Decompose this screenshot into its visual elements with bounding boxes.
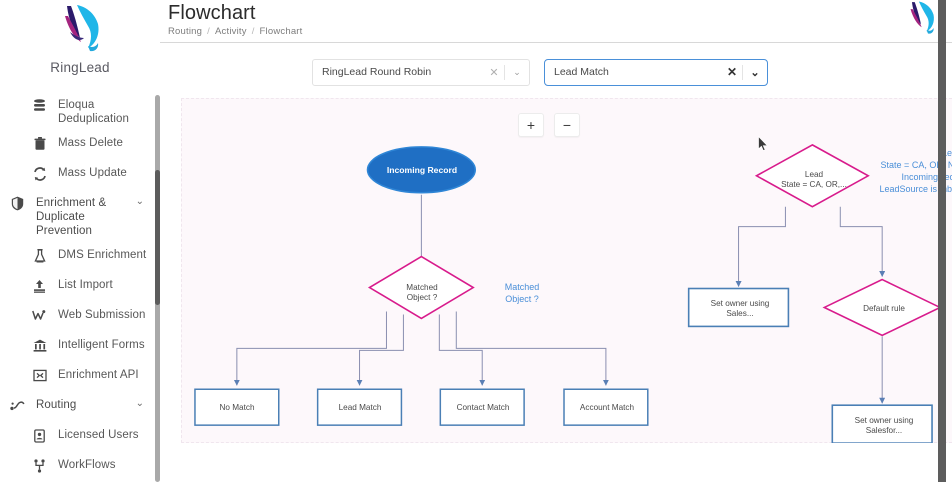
zoom-controls: + − xyxy=(518,113,580,137)
sidebar: RingLead Eloqua Deduplication Mass Delet… xyxy=(0,0,160,482)
flowchart-graphics xyxy=(194,143,942,444)
selector-bar: RingLead Round Robin ✕ ⌄ Lead Match ✕ ⌄ xyxy=(160,43,952,101)
sidebar-item-mass-delete[interactable]: Mass Delete xyxy=(8,130,160,160)
sidebar-item-intelligent-forms[interactable]: Intelligent Forms xyxy=(8,332,160,362)
clear-icon[interactable]: ✕ xyxy=(489,66,499,79)
id-card-icon xyxy=(30,426,49,445)
ringlead-logo-icon xyxy=(65,5,99,52)
sidebar-item-enrichment-duplicate-prevention[interactable]: Enrichment & Duplicate Prevention ⌄ xyxy=(8,190,160,242)
node-select[interactable]: Lead Match ✕ ⌄ xyxy=(544,58,768,86)
sidebar-item-label: Eloqua Deduplication xyxy=(58,99,129,125)
sidebar-item-workflows[interactable]: WorkFlows xyxy=(8,452,160,482)
sidebar-item-label: WorkFlows xyxy=(58,459,116,471)
page-scrollbar-thumb[interactable] xyxy=(938,0,946,482)
main-content: Flowchart Routing / Activity / Flowchart… xyxy=(160,0,952,482)
breadcrumb-separator: / xyxy=(251,26,255,37)
sidebar-item-label: Routing xyxy=(36,399,77,411)
api-icon xyxy=(30,366,49,385)
page-header: Flowchart Routing / Activity / Flowchart xyxy=(160,0,952,43)
chevron-down-icon[interactable]: ⌄ xyxy=(135,196,144,207)
breadcrumb: Routing / Activity / Flowchart xyxy=(168,25,952,38)
sidebar-item-label: Enrichment & Duplicate Prevention xyxy=(36,197,107,237)
annotation-matched-line1: Matched xyxy=(504,282,540,292)
select-divider xyxy=(504,64,505,80)
sidebar-item-label: DMS Enrichment xyxy=(58,249,147,261)
sidebar-scrollbar-thumb[interactable] xyxy=(155,170,160,305)
sidebar-nav: Eloqua Deduplication Mass Delete Mass Up… xyxy=(0,92,160,482)
sidebar-item-routing[interactable]: Routing ⌄ xyxy=(8,392,160,422)
sidebar-item-eloqua-deduplication[interactable]: Eloqua Deduplication xyxy=(8,92,160,130)
sidebar-item-label: Mass Delete xyxy=(58,137,124,149)
database-icon xyxy=(30,96,49,115)
annotation-matched-line2: Object ? xyxy=(505,294,539,304)
sidebar-item-list-import[interactable]: List Import xyxy=(8,272,160,302)
breadcrumb-item-flowchart[interactable]: Flowchart xyxy=(259,26,303,37)
breadcrumb-item-routing[interactable]: Routing xyxy=(168,26,203,37)
workflow-icon xyxy=(30,456,49,475)
sidebar-item-label: List Import xyxy=(58,279,113,291)
bank-icon xyxy=(30,336,49,355)
upload-icon xyxy=(30,276,49,295)
sidebar-item-dms-enrichment[interactable]: DMS Enrichment xyxy=(8,242,160,272)
node-select-value: Lead Match xyxy=(554,66,609,78)
sidebar-item-label: Licensed Users xyxy=(58,429,139,441)
select-divider xyxy=(742,64,743,80)
sidebar-item-licensed-users[interactable]: Licensed Users xyxy=(8,422,160,452)
annotation-lead-line2: State = CA, OR, NV, xyxy=(880,160,952,170)
chevron-down-icon[interactable]: ⌄ xyxy=(135,398,144,409)
flask-icon xyxy=(30,246,49,265)
flowchart-canvas-wrapper: + − Incoming Record Matched Object ? No … xyxy=(181,98,952,444)
sidebar-item-label: Enrichment API xyxy=(58,369,139,381)
zoom-out-button[interactable]: − xyxy=(554,113,580,137)
clear-icon[interactable]: ✕ xyxy=(726,65,738,79)
chevron-down-icon[interactable]: ⌄ xyxy=(513,66,521,77)
sidebar-item-web-submission[interactable]: Web Submission xyxy=(8,302,160,332)
breadcrumb-item-activity[interactable]: Activity xyxy=(215,26,247,37)
flowchart-canvas[interactable]: + − Incoming Record Matched Object ? No … xyxy=(181,98,952,444)
sidebar-item-label: Web Submission xyxy=(58,309,146,321)
shield-icon xyxy=(8,194,27,213)
sidebar-item-label: Intelligent Forms xyxy=(58,339,145,351)
web-submission-icon xyxy=(30,306,49,325)
zoom-in-button[interactable]: + xyxy=(518,113,544,137)
workflow-select-value: RingLead Round Robin xyxy=(322,66,432,78)
workflow-select[interactable]: RingLead Round Robin ✕ ⌄ xyxy=(312,58,530,86)
annotation-lead-line4: LeadSource is Inbou xyxy=(879,184,952,194)
trash-icon xyxy=(30,134,49,153)
brand[interactable]: RingLead xyxy=(0,0,160,90)
chevron-down-icon[interactable]: ⌄ xyxy=(750,66,760,79)
sidebar-item-label: Mass Update xyxy=(58,167,127,179)
page-title: Flowchart xyxy=(168,2,256,24)
brand-name: RingLead xyxy=(50,60,110,75)
routing-icon xyxy=(8,396,27,415)
refresh-icon xyxy=(30,164,49,183)
annotation-lead-line1: Lead xyxy=(941,148,952,158)
sidebar-item-enrichment-api[interactable]: Enrichment API xyxy=(8,362,160,392)
sidebar-item-mass-update[interactable]: Mass Update xyxy=(8,160,160,190)
breadcrumb-separator: / xyxy=(207,26,210,37)
